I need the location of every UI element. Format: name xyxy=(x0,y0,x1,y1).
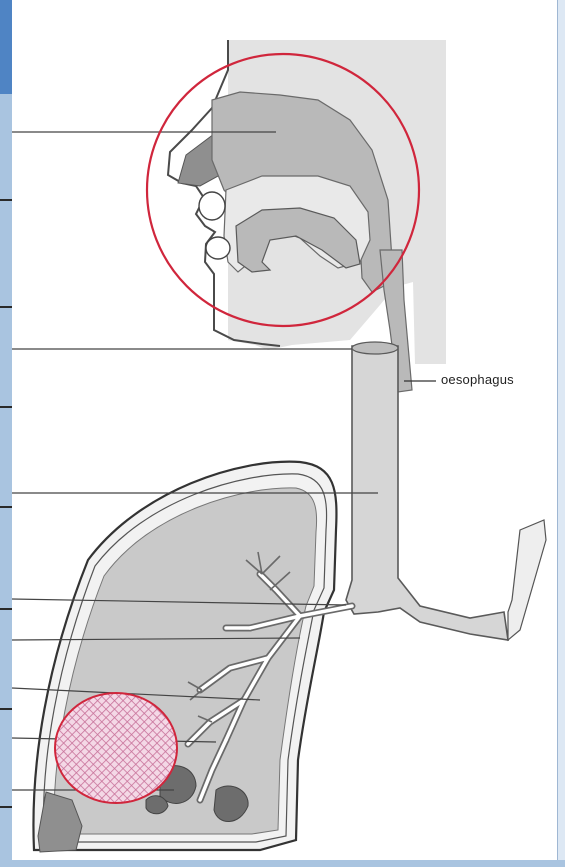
head-region xyxy=(168,40,446,392)
oesophagus-label: oesophagus xyxy=(441,372,514,387)
highlight-circle-lung xyxy=(55,693,177,803)
